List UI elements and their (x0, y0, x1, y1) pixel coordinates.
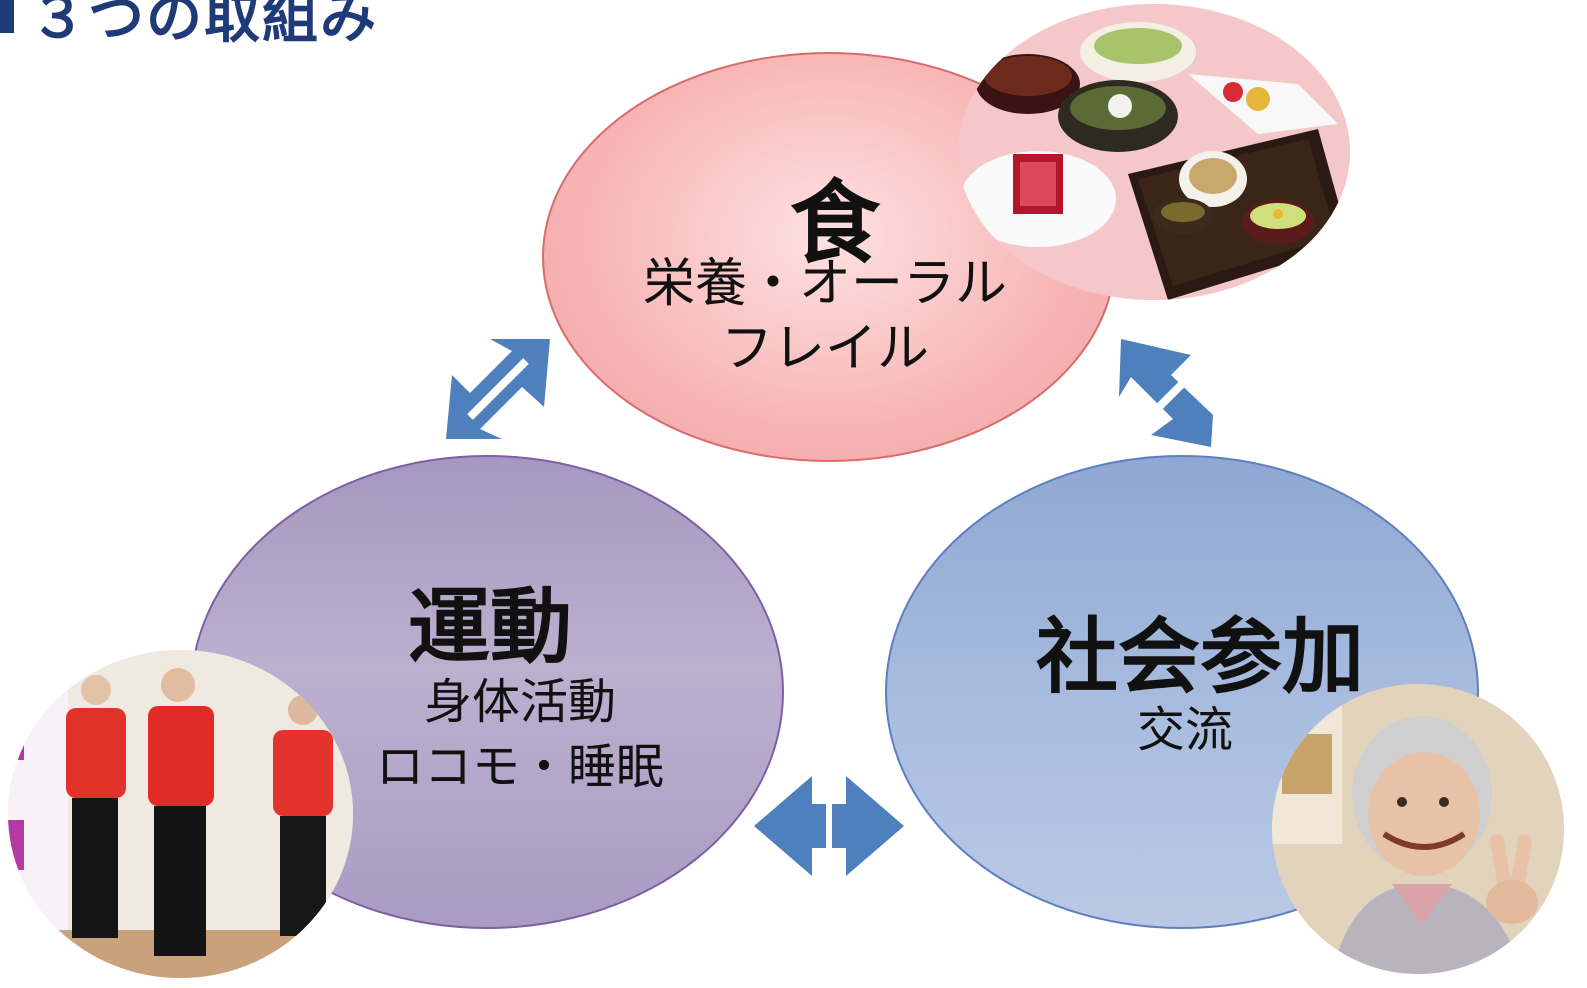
meal-illustration (958, 4, 1350, 300)
slide-title-area: ３つの取組み (0, 0, 378, 51)
double-arrow-food-exercise-icon (446, 339, 550, 439)
slide-title: ３つの取組み (30, 0, 378, 51)
smiling-elderly-woman-photo (1272, 684, 1564, 974)
exercise-subtitle-line-1: 身体活動 (423, 674, 616, 730)
title-marker-bar (0, 0, 14, 33)
elderly-woman-illustration (1272, 684, 1564, 974)
group-exercise-photo (8, 650, 353, 978)
exercise-subtitle: 身体活動 ロコモ・睡眠 (330, 670, 710, 800)
food-title: 食 (790, 171, 880, 276)
exercise-illustration (8, 650, 353, 978)
social-participation-subtitle: 交流 (1136, 702, 1233, 758)
double-arrow-food-social-icon (1119, 339, 1213, 447)
exercise-subtitle-line-2: ロコモ・睡眠 (375, 738, 664, 795)
exercise-title: 運動 (407, 580, 572, 675)
double-arrow-exercise-social-icon (754, 776, 904, 876)
food-subtitle-line-1: 栄養・オーラル (642, 254, 1007, 314)
social-participation-title: 社会参加 (1035, 610, 1364, 705)
food-subtitle: 栄養・オーラル フレイル (600, 252, 1050, 382)
food-subtitle-line-2: フレイル (720, 319, 929, 379)
japanese-meal-photo (958, 4, 1350, 300)
